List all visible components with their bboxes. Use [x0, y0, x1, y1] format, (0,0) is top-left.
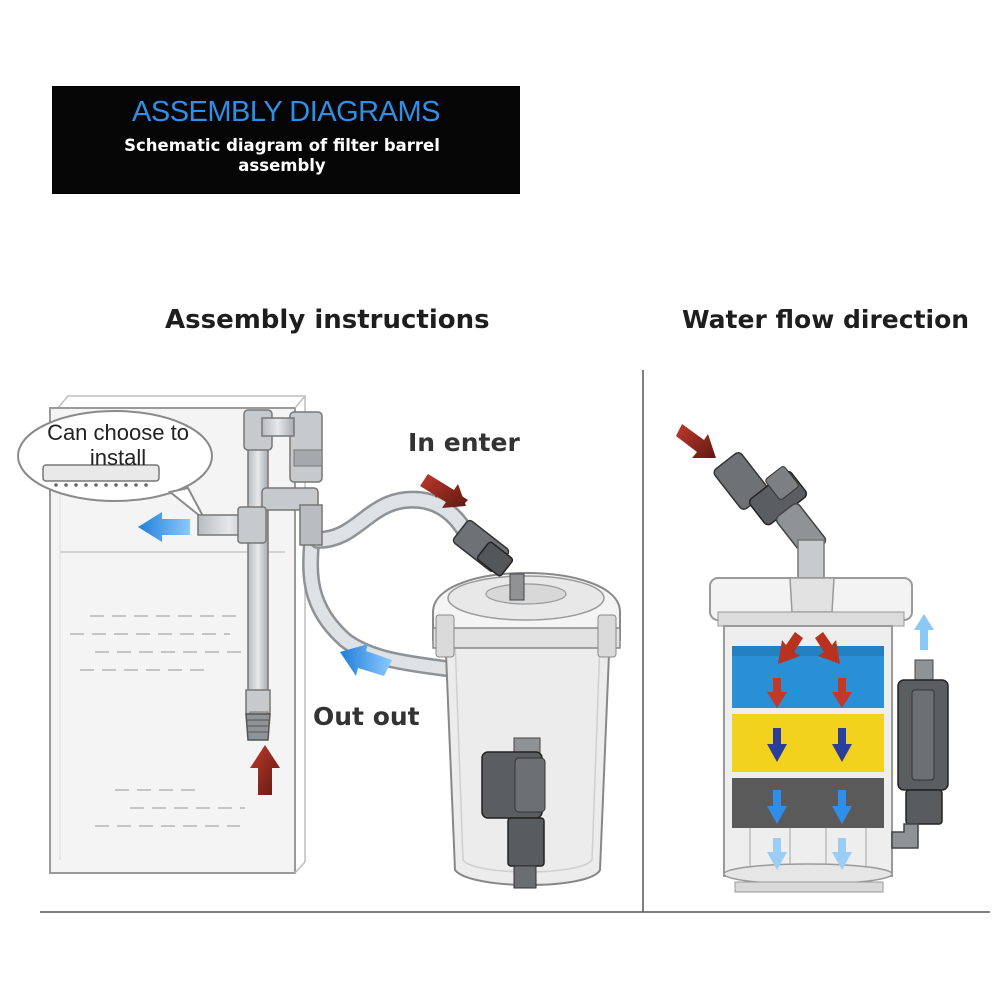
inlet-valve [452, 519, 525, 601]
down-blue-arrow-icon [767, 838, 787, 870]
strainer [245, 713, 271, 741]
down-red-arrow-icon [767, 678, 787, 708]
water-flow-heading: Water flow direction [682, 305, 970, 334]
inlet-hose [309, 490, 479, 549]
in-enter-label: In enter [408, 428, 520, 457]
banner-title: ASSEMBLY DIAGRAMS [132, 96, 440, 128]
yellow-media-layer [732, 714, 884, 772]
title-banner: ASSEMBLY DIAGRAMS Schematic diagram of f… [52, 86, 520, 194]
intake-pipe-assembly [197, 409, 323, 741]
callout-bubble [17, 410, 213, 521]
filter-canister-left [432, 519, 621, 889]
down-blue-arrow-icon [832, 728, 852, 762]
down-blue-arrow-icon [767, 790, 787, 824]
down-red-arrow-icon [778, 632, 803, 664]
down-blue-arrow-icon [832, 838, 852, 870]
assembly-instructions-heading: Assembly instructions [165, 305, 490, 335]
red-arrow-icon [420, 474, 466, 508]
intake-red-arrow-icon [250, 745, 280, 795]
outflow-blue-arrow-icon [340, 644, 392, 676]
down-blue-arrow-icon [832, 790, 852, 824]
outlet-valve [481, 737, 546, 889]
inlet-fitting [713, 452, 827, 581]
down-red-arrow-icon [815, 632, 840, 664]
inflow-red-arrow-icon [676, 424, 716, 458]
gray-media-layer [732, 778, 884, 828]
side-outlet-valve [891, 659, 949, 849]
filter-canister-cutaway [709, 452, 949, 893]
up-blue-arrow-icon [914, 614, 934, 650]
spray-bar-icon [42, 464, 160, 482]
callout-text: Can choose to install [47, 420, 189, 470]
out-out-label: Out out [313, 702, 420, 731]
down-blue-arrow-icon [767, 728, 787, 762]
banner-subtitle: Schematic diagram of filter barrel assem… [124, 136, 440, 175]
down-red-arrow-icon [832, 678, 852, 708]
blue-media-layer [732, 646, 884, 708]
tank-return-blue-arrow-icon [138, 512, 190, 542]
